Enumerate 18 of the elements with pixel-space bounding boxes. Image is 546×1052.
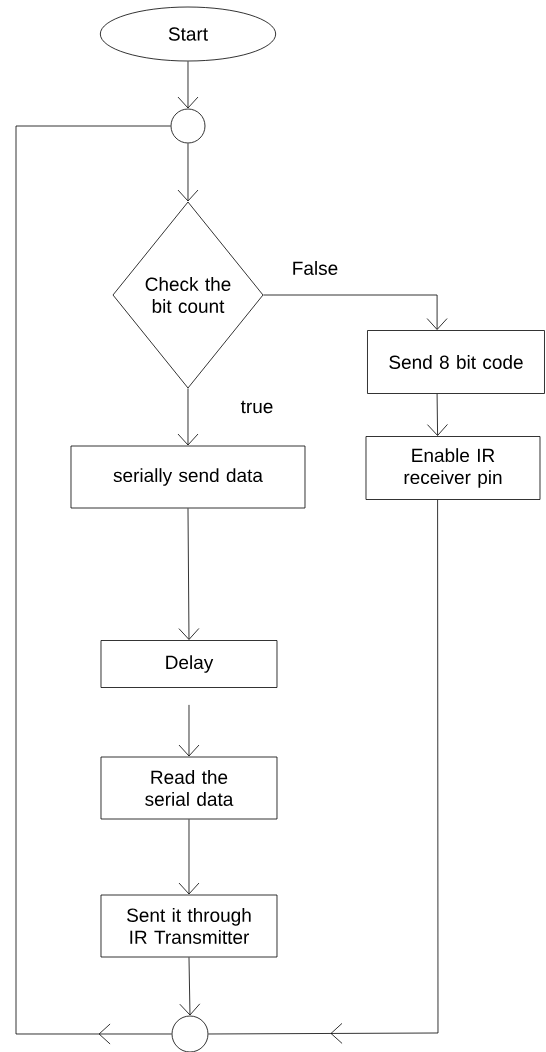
arrow bbox=[177, 388, 199, 446]
edge-label: False bbox=[290, 260, 340, 276]
arrow bbox=[179, 957, 201, 1016]
connector-circle bbox=[170, 108, 206, 144]
arrow bbox=[178, 819, 200, 895]
process-box: Delay bbox=[100, 640, 278, 688]
arrow bbox=[178, 704, 200, 757]
arrow bbox=[178, 508, 200, 640]
process-box: Sent it through IR Transmitter bbox=[100, 894, 278, 958]
process-box: serially send data bbox=[70, 445, 306, 509]
process-box: Read the serial data bbox=[100, 756, 278, 820]
arrow bbox=[177, 143, 199, 202]
process-box: Enable IR receiver pin bbox=[365, 436, 541, 500]
arrow bbox=[177, 61, 199, 109]
process-box: Send 8 bit code bbox=[367, 330, 545, 394]
arrow bbox=[263, 294, 448, 330]
arrow bbox=[427, 393, 448, 436]
edge-label: true bbox=[239, 399, 275, 415]
